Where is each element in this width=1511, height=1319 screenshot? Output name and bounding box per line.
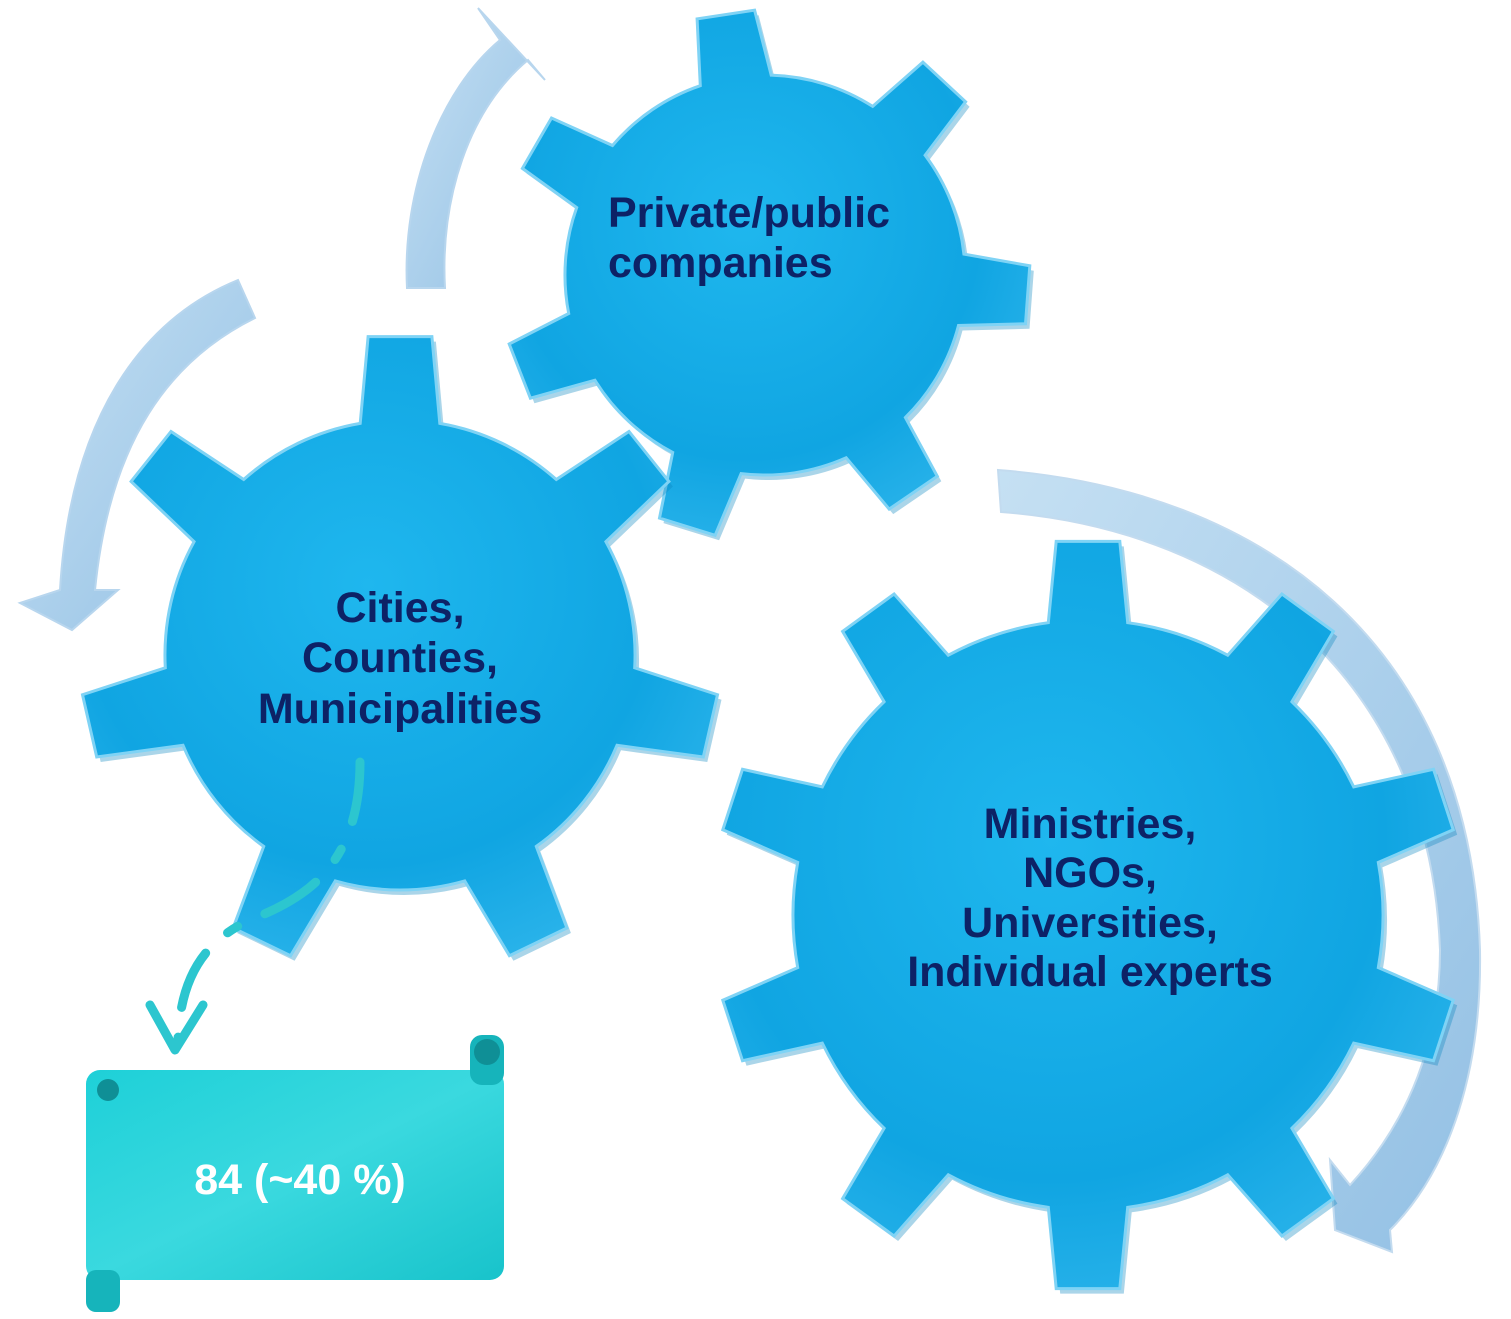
arrow-right xyxy=(996,468,1482,1254)
gear-label-line: Universities, xyxy=(962,898,1218,947)
arrow-top xyxy=(405,7,546,289)
gear-label-line: Ministries, xyxy=(983,800,1197,848)
dashed-connector xyxy=(145,757,365,1055)
gear-label-line: companies xyxy=(608,239,833,288)
gear-label-cities: Cities, Counties, Municipalities xyxy=(200,583,600,734)
gear-label-line: Municipalities xyxy=(257,684,543,733)
gear-ministries xyxy=(720,539,1456,1291)
callout-value: 84 (~40 %) xyxy=(194,1156,406,1204)
gear-private-public xyxy=(507,8,1032,538)
gear-cities xyxy=(80,335,720,958)
gears xyxy=(80,8,1458,1294)
connector-arrowhead xyxy=(145,1000,208,1055)
gear-label-line: Counties, xyxy=(302,634,498,683)
gear-label-line: Cities, xyxy=(335,584,465,632)
gear-label-ministries: Ministries, NGOs, Universities, Individu… xyxy=(870,800,1310,998)
gear-label-line: Private/public xyxy=(608,189,890,237)
cycle-arrows xyxy=(17,7,1482,1254)
callout-scroll xyxy=(86,1035,504,1312)
gear-label-line: Individual experts xyxy=(907,948,1273,997)
gear-label-line: NGOs, xyxy=(1023,849,1157,898)
arrow-left xyxy=(17,278,257,632)
gear-label-private-public: Private/public companies xyxy=(608,188,890,289)
